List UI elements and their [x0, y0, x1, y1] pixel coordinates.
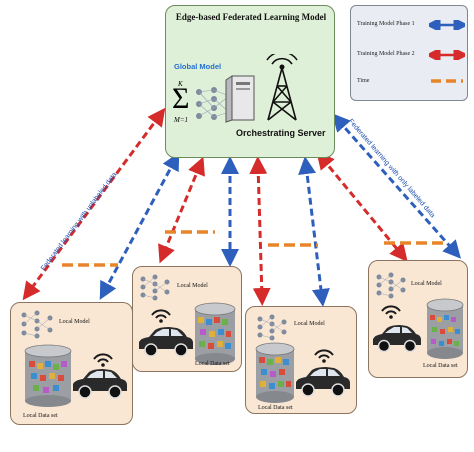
arrow-red-left-outer	[22, 107, 166, 301]
arrow-red-client3	[249, 156, 271, 306]
car-icon	[296, 367, 350, 397]
local-model-icon	[21, 310, 53, 339]
server-title: Edge-based Federated Learning Model	[175, 12, 327, 22]
legend-phase2-arrow	[429, 50, 465, 60]
server-computer-icon	[225, 75, 255, 123]
local-data-set-label: Local Data set	[23, 413, 58, 419]
local-model-label: Local Model	[177, 283, 208, 289]
arrow-red-client4	[316, 151, 408, 262]
legend-phase1-label: Training Model Phase 1	[357, 21, 415, 27]
local-data-set-label: Local Data set	[258, 405, 293, 411]
car-icon	[73, 369, 127, 399]
legend-time-dash	[431, 79, 463, 83]
local-model-label: Local Model	[59, 319, 90, 325]
database-cylinder-icon	[24, 344, 72, 407]
local-model-icon	[140, 274, 170, 301]
arrow-red-client2	[158, 156, 205, 264]
car-icon	[139, 327, 193, 357]
database-cylinder-icon	[426, 298, 464, 359]
sigma-symbol: Σ	[172, 82, 190, 115]
legend: Training Model Phase 1 Training Model Ph…	[350, 5, 468, 101]
database-cylinder-icon	[194, 302, 236, 365]
global-model-label: Global Model	[174, 62, 222, 71]
client-device-2: Local Model Local Data set	[132, 266, 242, 372]
local-data-set-label: Local Data set	[195, 361, 230, 367]
legend-phase2-label: Training Model Phase 2	[357, 51, 415, 57]
orchestrating-server-label: Orchestrating Server	[236, 128, 326, 138]
arrow-blue-right-outer	[332, 113, 461, 259]
arrow-blue-client3	[298, 156, 330, 307]
client-device-3: Local Model Local Data set	[245, 306, 357, 414]
database-cylinder-icon	[255, 342, 295, 403]
client-device-1: Local Model Local Data set	[10, 302, 133, 425]
local-model-label: Local Model	[294, 321, 325, 327]
local-model-icon	[257, 314, 287, 341]
local-model-label: Local Model	[411, 281, 442, 287]
car-icon	[373, 325, 421, 353]
sum-upper-limit: K	[178, 80, 183, 88]
orchestrating-server-panel: Edge-based Federated Learning Model Glob…	[165, 5, 335, 158]
client-device-4: Local Model Local Data set	[368, 260, 468, 378]
legend-time-label: Time	[357, 78, 370, 84]
antenna-tower-icon	[266, 54, 298, 121]
local-data-set-label: Local Data set	[423, 363, 458, 369]
wifi-signal-icon	[93, 353, 113, 367]
wifi-signal-icon	[314, 349, 334, 363]
legend-phase1-arrow	[429, 20, 465, 30]
sum-lower-limit: M=1	[174, 116, 189, 124]
wifi-signal-icon	[151, 309, 171, 323]
wifi-signal-icon	[381, 305, 401, 319]
local-model-icon	[376, 272, 406, 299]
